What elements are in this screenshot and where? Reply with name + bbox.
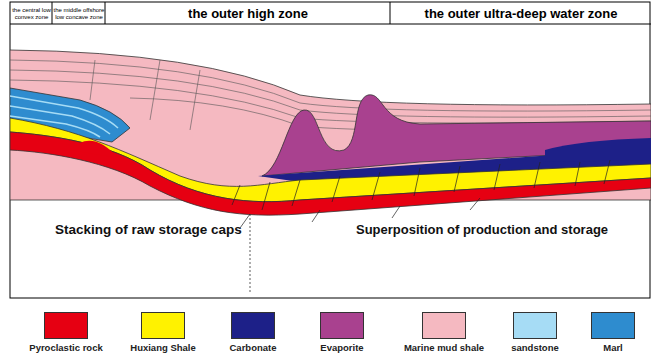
- legend-swatch: [231, 312, 275, 339]
- legend-swatch: [422, 312, 466, 339]
- legend-label: Marl: [603, 342, 623, 353]
- zone-header: the central low convex zone: [11, 3, 52, 24]
- pyroclastic-rock: [10, 132, 651, 215]
- zone-name: the middle offshore low concave zone: [53, 7, 105, 20]
- legend-label: sandstone: [511, 342, 559, 353]
- frame: [10, 2, 650, 298]
- legend-label: Marine mud shale: [404, 342, 484, 353]
- zone-header: the outer ultra-deep water zone: [391, 3, 651, 24]
- legend-swatch: [141, 312, 185, 339]
- legend-swatch: [591, 312, 635, 339]
- legend-swatch: [320, 312, 364, 339]
- legend-label: Carbonate: [230, 342, 277, 353]
- legend-swatch: [513, 312, 557, 339]
- legend-swatch: [44, 312, 88, 339]
- legend-label: Huxiang Shale: [130, 342, 195, 353]
- zone-header: the middle offshore low concave zone: [53, 3, 105, 24]
- zone-name: the outer ultra-deep water zone: [425, 7, 618, 21]
- zone-name: the outer high zone: [188, 7, 308, 21]
- annotation: Stacking of raw storage caps: [55, 222, 242, 237]
- legend-label: Pyroclastic rock: [29, 342, 102, 353]
- zone-header: the outer high zone: [106, 3, 390, 24]
- zone-name: the central low convex zone: [11, 7, 52, 20]
- carbonate-body: [545, 138, 651, 162]
- legend-label: Evaporite: [320, 342, 363, 353]
- annotation: Superposition of production and storage: [356, 222, 608, 237]
- pyroclastic-mound: [70, 141, 118, 158]
